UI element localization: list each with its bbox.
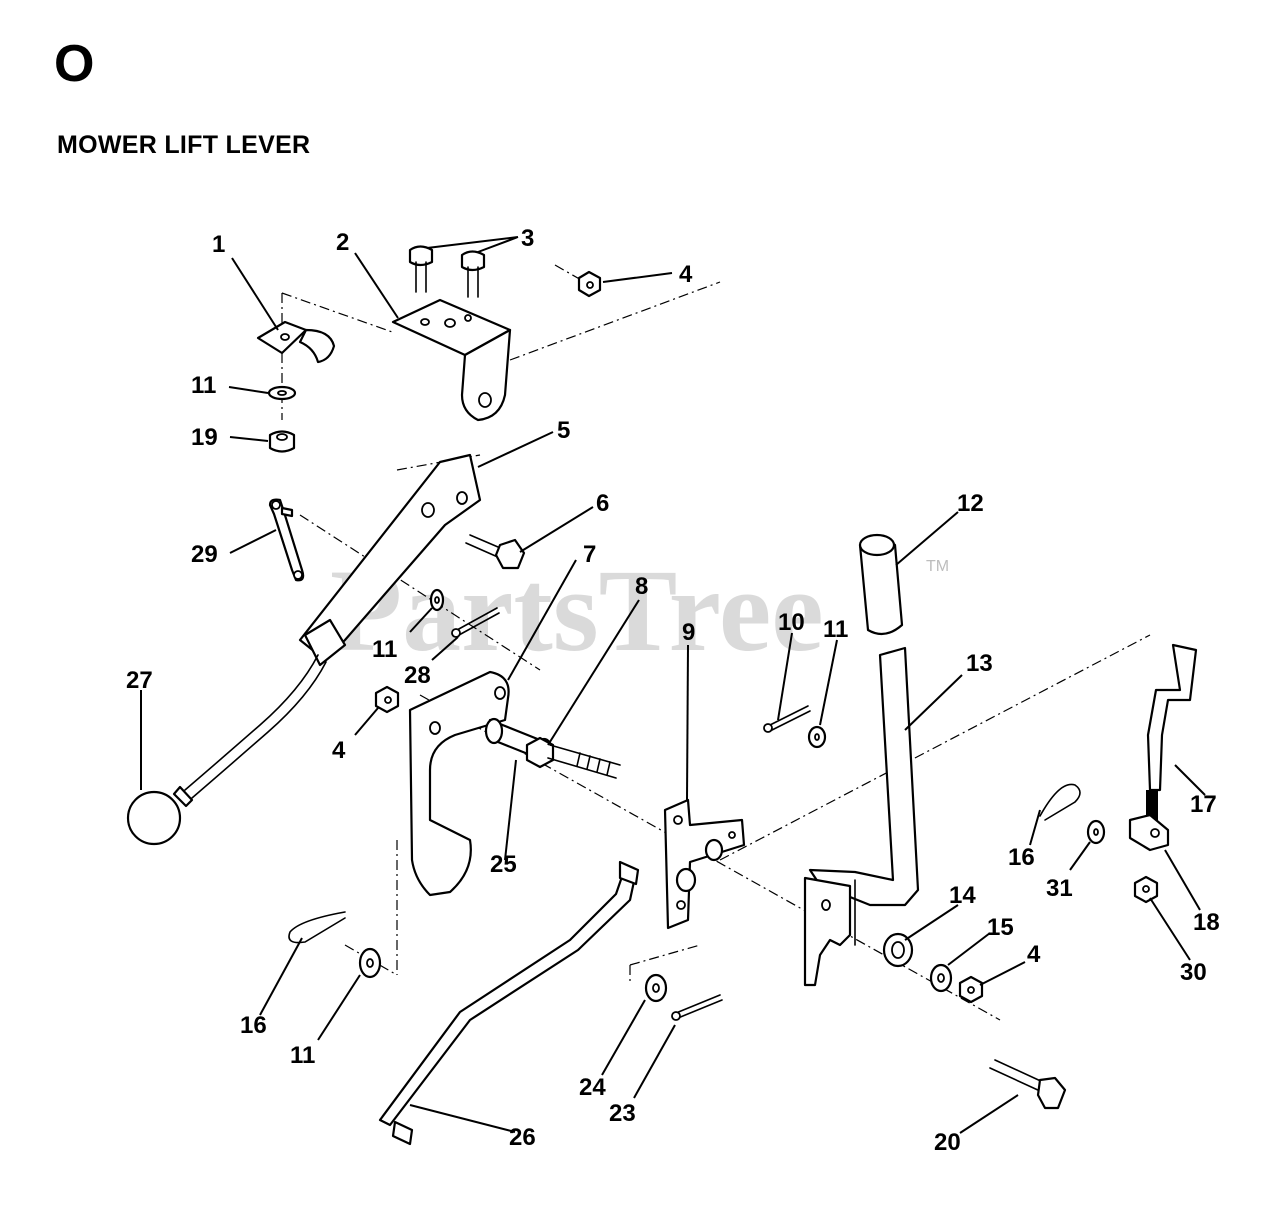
part-8-bolt bbox=[525, 736, 621, 779]
callout-12: 12 bbox=[957, 490, 984, 517]
callout-19: 19 bbox=[191, 424, 218, 451]
callout-9: 9 bbox=[682, 619, 695, 646]
callout-1: 1 bbox=[212, 231, 225, 258]
callout-24: 24 bbox=[579, 1074, 606, 1101]
callout-15: 15 bbox=[987, 914, 1014, 941]
part-6-bolt bbox=[465, 534, 526, 570]
callout-6: 6 bbox=[596, 490, 609, 517]
section-title: MOWER LIFT LEVER bbox=[57, 131, 311, 159]
part-30-nut bbox=[1133, 875, 1159, 904]
callout-27: 27 bbox=[126, 667, 153, 694]
callout-11b: 11 bbox=[823, 616, 848, 643]
watermark: PartsTree bbox=[330, 545, 824, 676]
callout-29: 29 bbox=[191, 541, 218, 568]
section-letter: O bbox=[54, 35, 95, 93]
callout-10: 10 bbox=[778, 609, 805, 636]
part-29-link bbox=[268, 498, 305, 582]
callout-2: 2 bbox=[336, 229, 349, 256]
part-1-clip bbox=[256, 320, 336, 364]
callout-8: 8 bbox=[635, 573, 648, 600]
callout-11: 11 bbox=[191, 372, 216, 399]
callout-11c: 11 bbox=[372, 636, 397, 663]
callout-30: 30 bbox=[1180, 959, 1207, 986]
part-5-lift-arm bbox=[172, 453, 482, 808]
callout-4c: 4 bbox=[1027, 941, 1041, 968]
part-3-bolts bbox=[408, 245, 486, 298]
callout-23: 23 bbox=[609, 1100, 636, 1127]
callout-11d: 11 bbox=[290, 1042, 315, 1069]
callout-17: 17 bbox=[1190, 791, 1217, 818]
callout-25: 25 bbox=[490, 851, 517, 878]
part-27-ball bbox=[126, 790, 182, 846]
callout-3: 3 bbox=[521, 225, 534, 252]
callout-16b: 16 bbox=[240, 1012, 267, 1039]
part-28-cotter-pin bbox=[451, 607, 500, 638]
callout-7: 7 bbox=[583, 541, 596, 568]
part-26-lift-rod bbox=[378, 860, 640, 1146]
callout-4: 4 bbox=[679, 261, 693, 288]
part-18-swivel bbox=[1128, 813, 1170, 852]
part-13-lift-lever bbox=[803, 646, 920, 987]
callout-4b: 4 bbox=[332, 737, 346, 764]
leader-lines bbox=[140, 236, 1206, 1134]
part-17-rod bbox=[1146, 643, 1198, 830]
part-7-plate bbox=[408, 670, 510, 897]
part-20-bolt bbox=[989, 1059, 1067, 1110]
callout-numbers: 1 2 3 4 11 19 5 6 29 7 8 9 10 11 12 13 2… bbox=[126, 225, 1220, 1156]
callout-14: 14 bbox=[949, 882, 976, 909]
part-4-nuts bbox=[374, 270, 984, 1004]
callout-26: 26 bbox=[509, 1124, 536, 1151]
washers bbox=[267, 385, 1106, 1003]
callout-16: 16 bbox=[1008, 844, 1035, 871]
part-10-cotter-pin bbox=[763, 705, 811, 733]
callout-18: 18 bbox=[1193, 909, 1220, 936]
callout-28: 28 bbox=[404, 662, 431, 689]
part-2-bracket bbox=[391, 298, 512, 422]
callout-5: 5 bbox=[557, 417, 570, 444]
watermark-tm: TM bbox=[926, 558, 949, 575]
part-23-cotter-pin bbox=[671, 994, 723, 1021]
callout-13: 13 bbox=[966, 650, 993, 677]
part-12-grip bbox=[858, 533, 904, 636]
callout-20: 20 bbox=[934, 1129, 961, 1156]
part-9-pivot-plate bbox=[663, 798, 746, 930]
callout-31: 31 bbox=[1046, 875, 1073, 902]
